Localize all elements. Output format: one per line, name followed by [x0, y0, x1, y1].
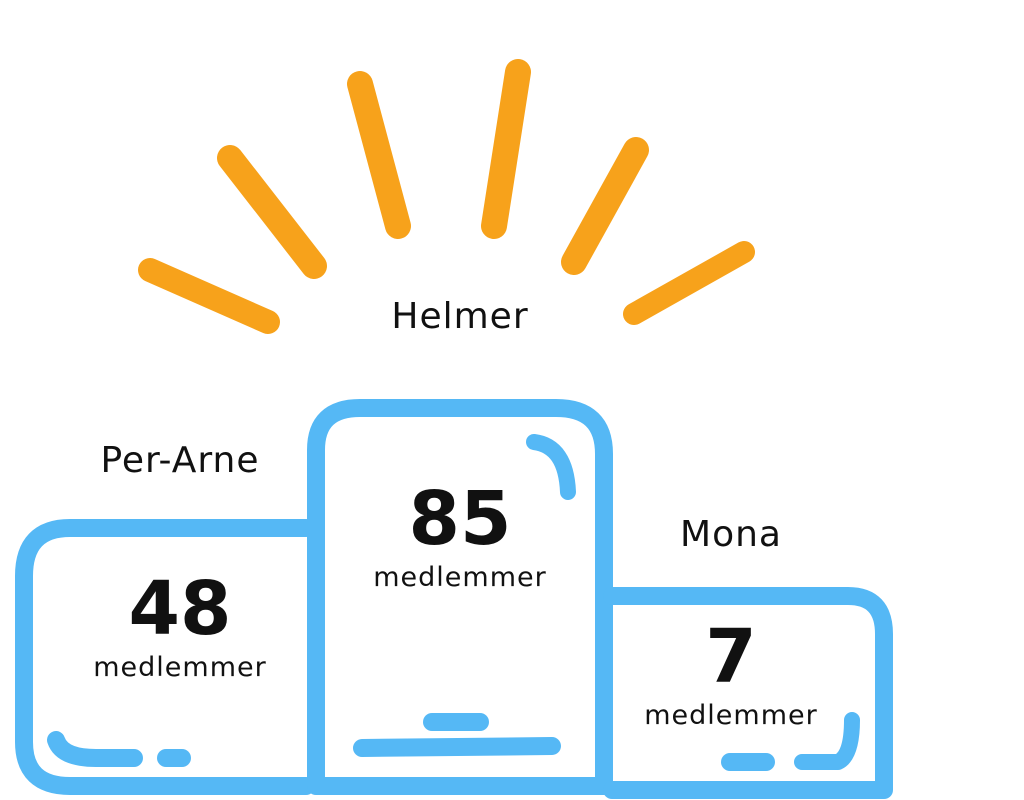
second-place-name: Per-Arne	[100, 440, 260, 481]
winner-count: 85	[408, 476, 512, 562]
third-place-count: 7	[705, 614, 757, 700]
highlight-first-bar-long	[353, 737, 561, 757]
highlight-third-curve	[794, 712, 860, 770]
second-place-unit-label: medlemmer	[93, 652, 267, 683]
ray-5	[561, 137, 649, 275]
winner-unit-label: medlemmer	[373, 562, 547, 593]
ray-4	[481, 59, 531, 239]
ray-3	[347, 71, 411, 239]
third-place-unit-label: medlemmer	[644, 700, 818, 731]
highlight-first-corner	[526, 434, 576, 500]
podium-first-block	[307, 399, 613, 795]
podium-third-block	[603, 587, 893, 799]
ray-1	[138, 258, 280, 334]
highlight-second-curve	[47, 731, 143, 767]
podium-blocks	[15, 399, 893, 799]
second-place-count: 48	[128, 566, 232, 652]
winner-name: Helmer	[391, 296, 529, 337]
third-place-name: Mona	[680, 514, 782, 555]
ray-2	[217, 145, 327, 279]
podium-second-block	[15, 519, 315, 795]
ray-6	[623, 241, 755, 325]
sun-rays	[138, 59, 755, 334]
